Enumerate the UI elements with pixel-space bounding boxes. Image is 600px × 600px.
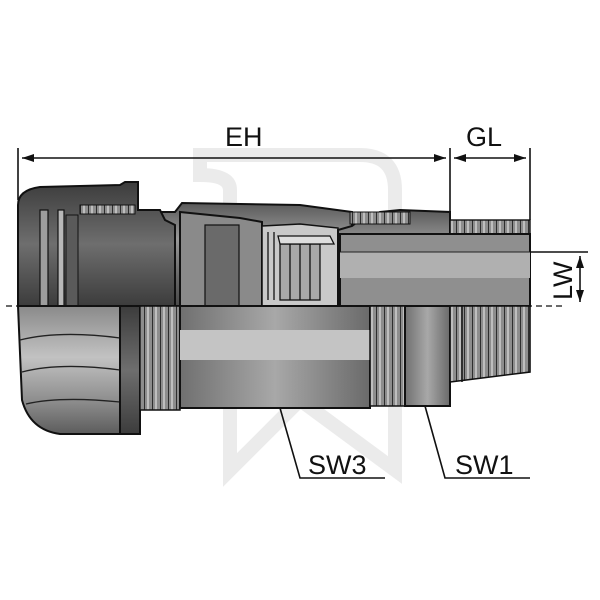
- dimension-lines: [17, 148, 588, 479]
- lower-connection-thread: [449, 305, 531, 383]
- label-sw3: SW3: [308, 450, 367, 480]
- label-sw1: SW1: [455, 450, 514, 480]
- lower-outside-view: [16, 305, 531, 435]
- upper-connection-thread: [449, 219, 531, 235]
- lower-mid-thread: [369, 305, 406, 407]
- lower-cap-thread: [139, 305, 181, 411]
- label-lw: LW: [548, 261, 578, 300]
- label-eh: EH: [225, 122, 263, 152]
- lower-sw1-nut: [404, 305, 451, 407]
- lower-cap-flange: [119, 305, 141, 435]
- label-gl: GL: [466, 122, 502, 152]
- upper-section-view: [17, 181, 531, 307]
- upper-sealing-cap: [17, 181, 176, 307]
- lower-sealing-cap: [16, 305, 121, 435]
